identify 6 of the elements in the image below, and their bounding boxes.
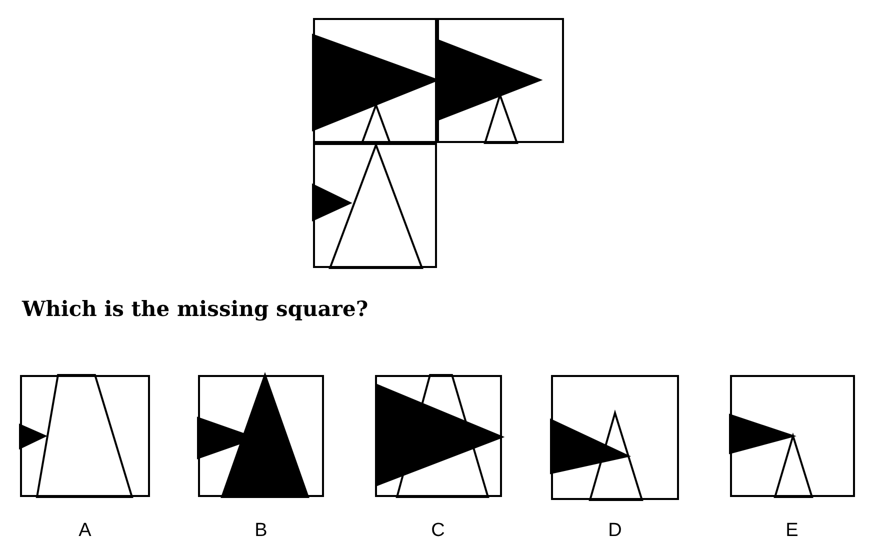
question-text: Which is the missing square? <box>22 296 368 321</box>
option-letter: C <box>430 520 446 542</box>
option-letter: A <box>78 520 92 542</box>
option-letter: D <box>607 520 623 542</box>
option-letter: B <box>254 520 268 542</box>
option-letter: E <box>784 520 800 542</box>
